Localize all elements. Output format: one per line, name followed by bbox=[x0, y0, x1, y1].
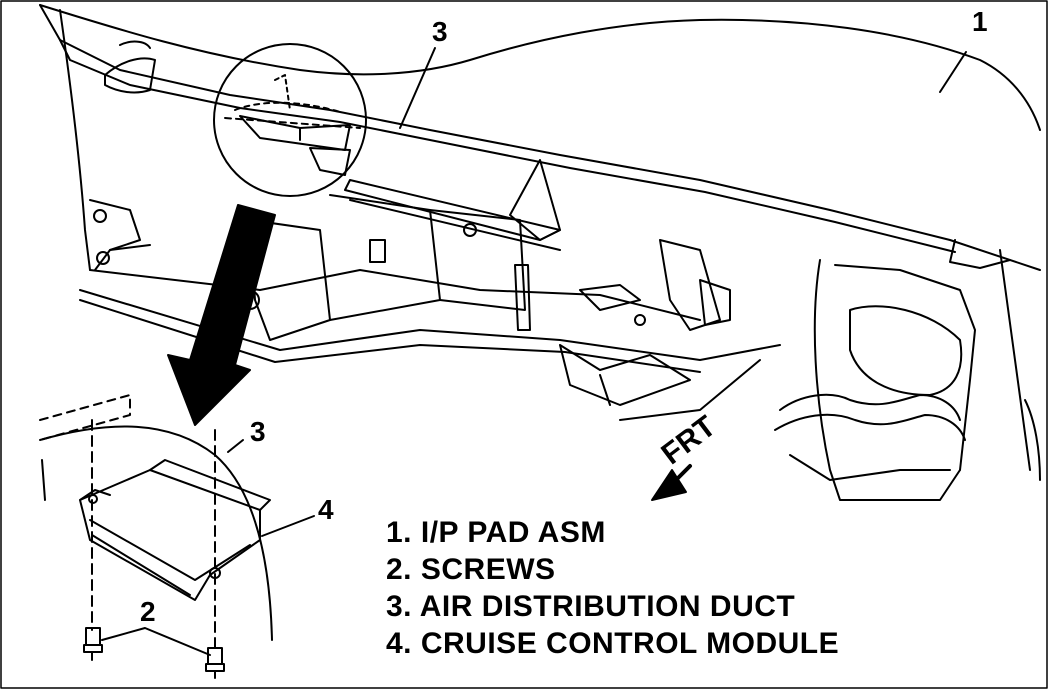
left-side-structure bbox=[59, 9, 156, 271]
legend-item-cruise-module: 4. CRUISE CONTROL MODULE bbox=[386, 627, 840, 660]
screws bbox=[83, 627, 225, 679]
detail-view bbox=[39, 394, 273, 651]
detail-arrow bbox=[167, 204, 276, 426]
legend-item-screws: 2. SCREWS bbox=[386, 553, 556, 586]
ip-pad-outline bbox=[39, 4, 1041, 271]
right-side-harness bbox=[774, 249, 1041, 501]
callout-2: 2 bbox=[140, 596, 156, 627]
detail-magnifier bbox=[213, 43, 367, 197]
callout-1: 1 bbox=[972, 6, 988, 37]
leader-lines bbox=[227, 47, 967, 537]
parts-legend: 1. I/P PAD ASM 2. SCREWS 3. AIR DISTRIBU… bbox=[386, 514, 839, 662]
callout-4: 4 bbox=[318, 494, 334, 525]
callout-3-detail: 3 bbox=[250, 416, 266, 447]
frt-arrow bbox=[651, 464, 692, 501]
callout-3-top: 3 bbox=[432, 16, 448, 47]
legend-item-air-duct: 3. AIR DISTRIBUTION DUCT bbox=[386, 590, 796, 623]
legend-item-ip-pad: 1. I/P PAD ASM bbox=[386, 516, 606, 549]
